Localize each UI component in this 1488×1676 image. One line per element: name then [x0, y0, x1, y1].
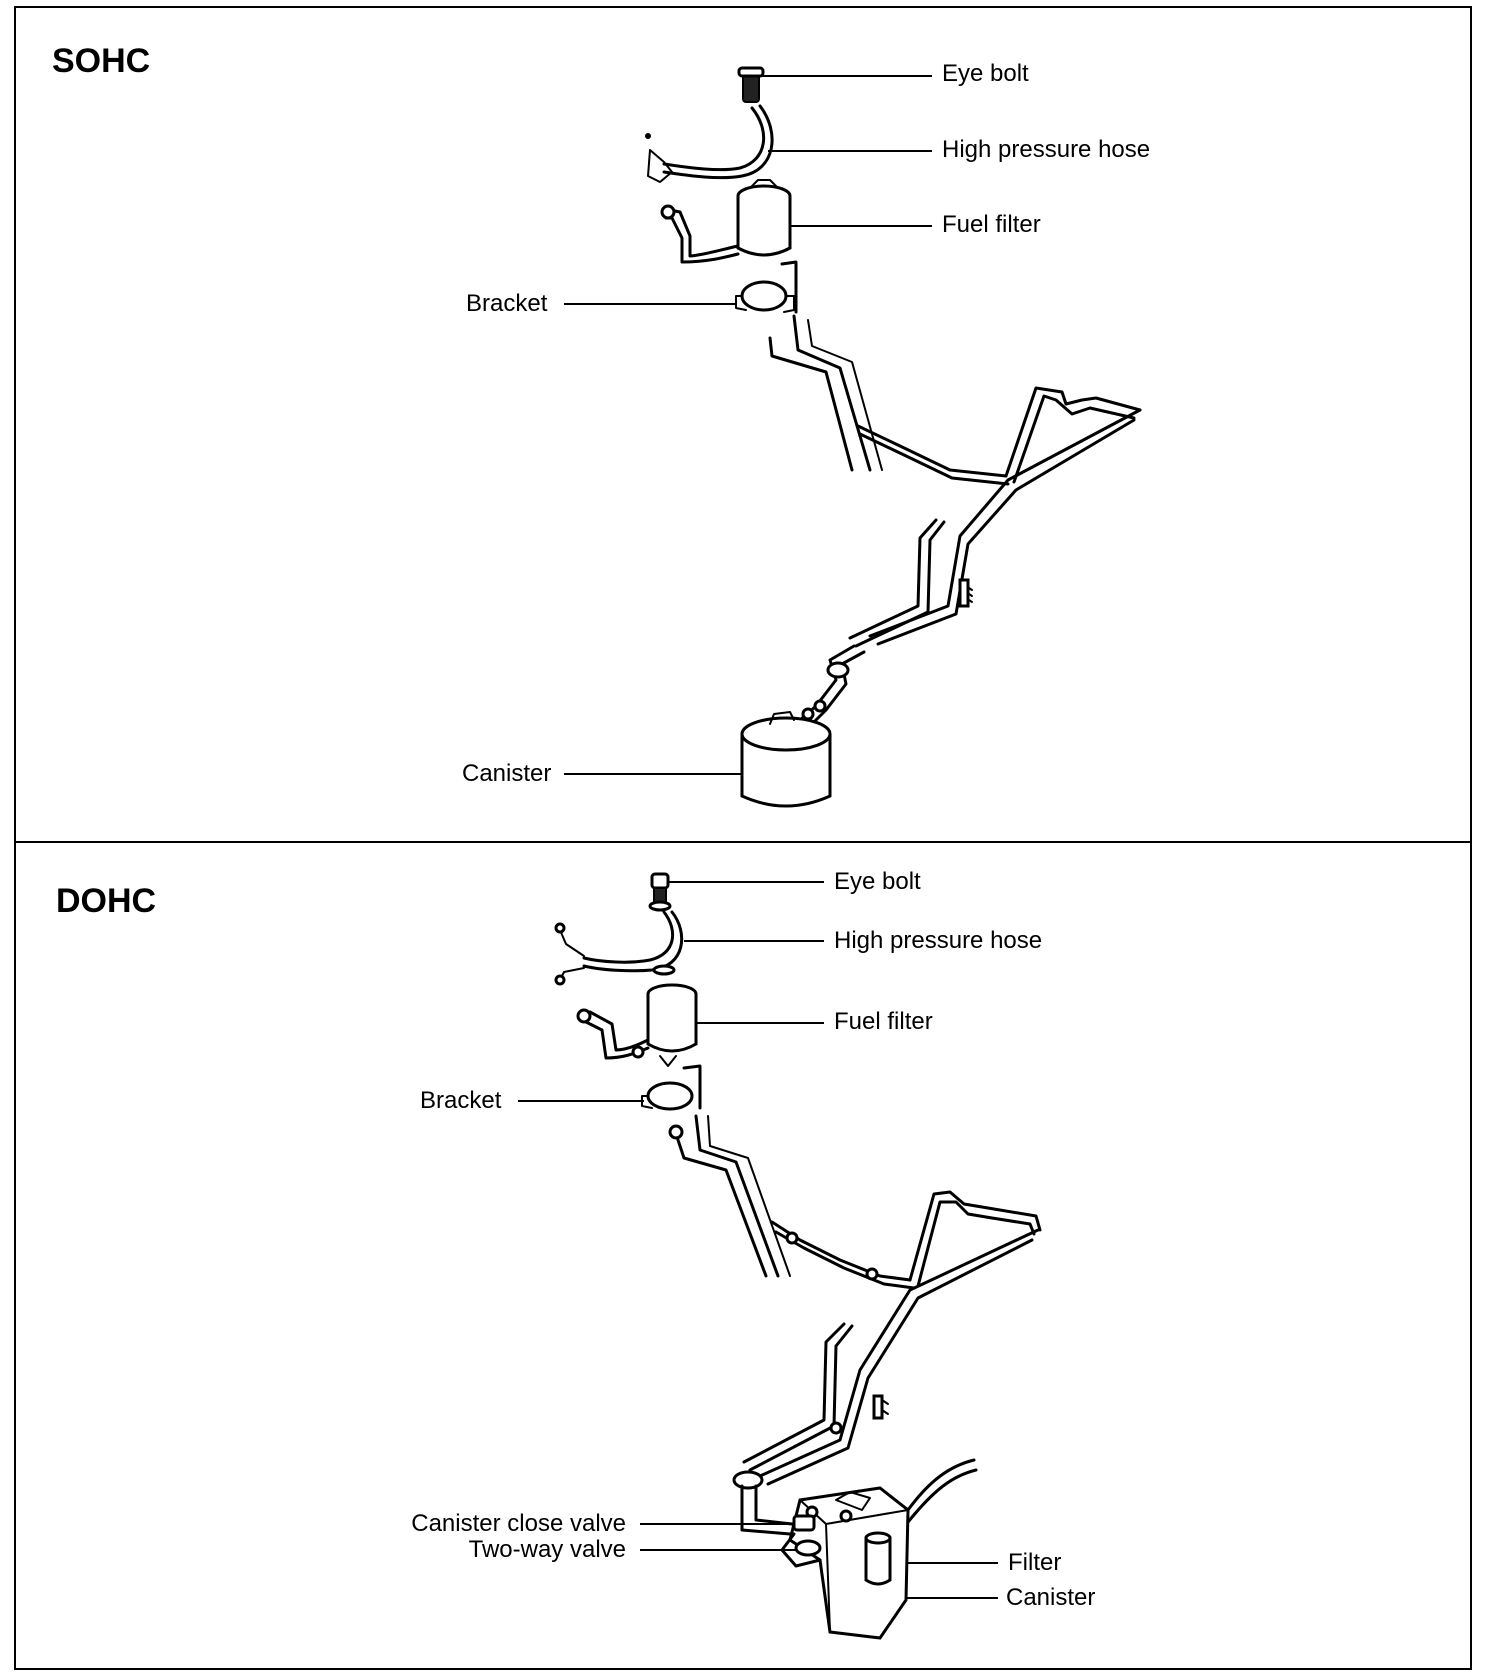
sohc-label-canister: Canister [462, 760, 552, 787]
dohc-label-two-way-valve: Two-way valve [468, 1536, 626, 1563]
sohc-fuel-filter-icon [660, 179, 792, 264]
sohc-canister-icon [740, 644, 866, 808]
dohc-fuel-lines [676, 1114, 1042, 1486]
dohc-two-way-valve-icon [794, 1539, 822, 1557]
dohc-clip-icon [872, 1394, 884, 1420]
dohc-title: DOHC [56, 882, 157, 920]
sohc-label-high-pressure-hose: High pressure hose [942, 136, 1151, 163]
dohc-filter-icon [864, 1531, 892, 1586]
dohc-label-canister: Canister [1006, 1584, 1096, 1611]
sohc-drawing [564, 66, 1142, 808]
sohc-fuel-lines [768, 314, 1142, 648]
dohc-fuel-filter-icon [576, 983, 698, 1067]
dohc-canister-close-valve-icon [792, 1514, 816, 1532]
dohc-bracket-icon [641, 1064, 702, 1140]
sohc-bracket-icon [735, 260, 798, 314]
dohc-label-fuel-filter: Fuel filter [834, 1008, 933, 1035]
diagram-frame [14, 6, 1472, 1670]
dohc-label-canister-close-valve: Canister close valve [411, 1510, 626, 1537]
sohc-clip-icon [958, 578, 970, 608]
dohc-high-pressure-hose-icon [554, 910, 684, 986]
sohc-title: SOHC [52, 42, 151, 80]
sohc-label-bracket: Bracket [466, 290, 548, 317]
sohc-eye-bolt-icon [737, 66, 765, 103]
dohc-drawing [518, 872, 1042, 1640]
dohc-canister-icon [732, 1458, 978, 1640]
sohc-label-eye-bolt: Eye bolt [942, 60, 1029, 87]
dohc-label-filter: Filter [1008, 1549, 1062, 1576]
dohc-label-high-pressure-hose: High pressure hose [834, 927, 1043, 954]
dohc-eye-bolt-icon [648, 872, 672, 912]
sohc-high-pressure-hose-icon [645, 104, 774, 183]
dohc-label-bracket: Bracket [420, 1087, 502, 1114]
dohc-label-eye-bolt: Eye bolt [834, 868, 921, 895]
section-divider [14, 841, 1472, 843]
sohc-label-fuel-filter: Fuel filter [942, 211, 1041, 238]
